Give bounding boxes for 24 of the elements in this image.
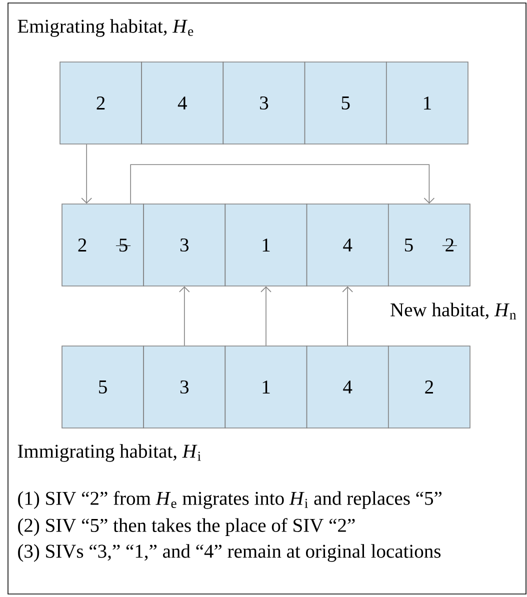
habitat-cell: 3: [222, 62, 306, 144]
habitat-cell: 5: [304, 62, 387, 144]
arrow: [179, 286, 190, 346]
arrow: [81, 144, 92, 204]
habitat-cell: 2: [388, 346, 470, 428]
note: (2) SIV “5” then takes the place of SIV “2”: [18, 518, 355, 536]
habitat-cell: 4: [306, 204, 389, 286]
habitat-cell: 4: [141, 62, 224, 144]
habitat-cell: 1: [224, 204, 308, 286]
habitat-cell: 3: [143, 346, 226, 428]
habitat-cell: 2: [60, 62, 142, 144]
habitat-label: New habitat, H$_{n}$: [390, 302, 516, 320]
habitat-cell: 3: [143, 204, 226, 286]
arrow: [260, 286, 272, 346]
habitat-label: Immigrating habitat, H$_{i}$: [18, 444, 201, 462]
habitat-cell: 1: [386, 62, 468, 144]
note: (1) SIV “2” from H$_{e}$ migrates into H$_{i}$ and replaces “5”: [18, 491, 442, 509]
arrow: [342, 286, 353, 346]
habitat-cell: 1: [224, 346, 308, 428]
arrow: [130, 164, 435, 204]
note: (3) SIVs “3,” “1,” and “4” remain at original locations: [18, 544, 441, 562]
habitat-cell: 5: [62, 346, 144, 428]
habitat-label: Emigrating habitat, H$_{e}$: [18, 19, 194, 37]
habitat-cell: 4: [306, 346, 389, 428]
